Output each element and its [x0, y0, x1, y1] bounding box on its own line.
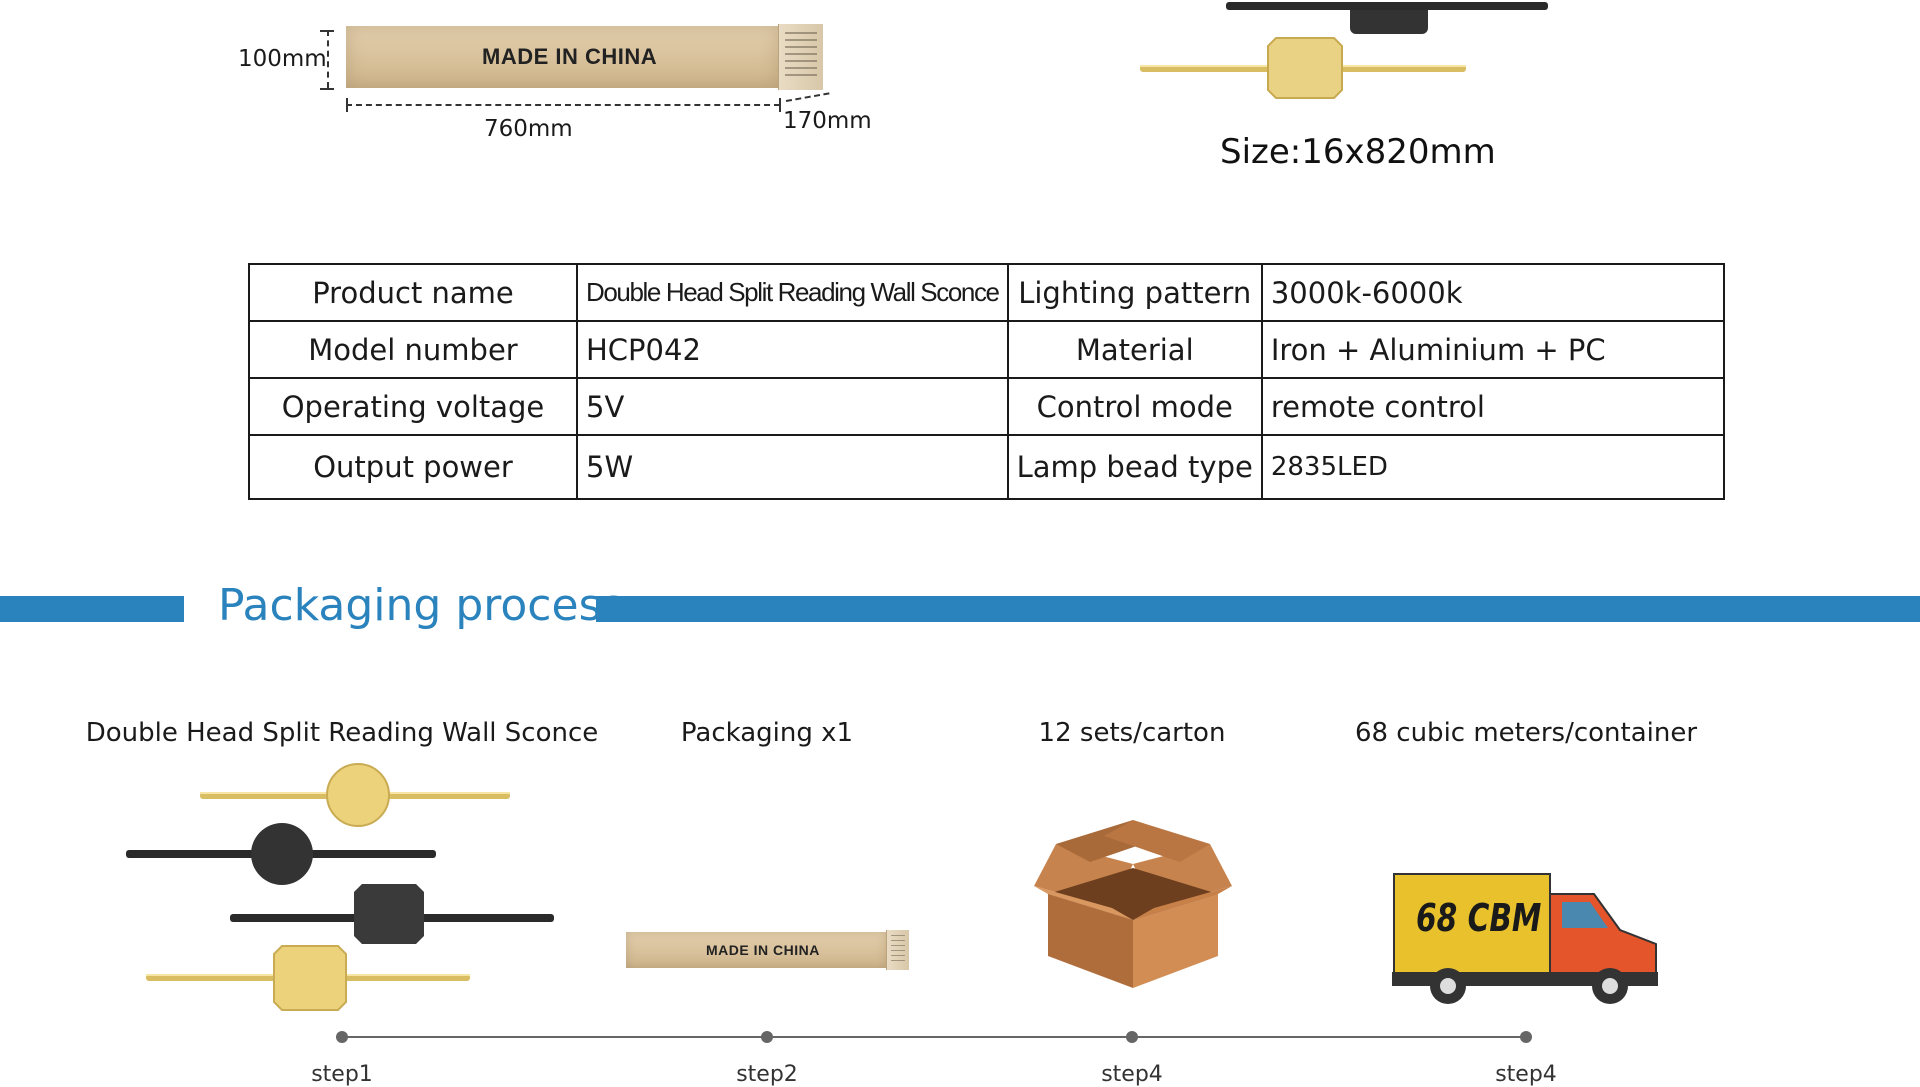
step-label: Double Head Split Reading Wall Sconce	[85, 718, 599, 748]
spec-value: 2835LED	[1260, 434, 1725, 500]
spec-key: Lamp bead type	[1006, 434, 1263, 500]
timeline-dot	[1126, 1031, 1138, 1043]
spec-value: 5W	[576, 434, 1009, 500]
wall-sconce-top-illustration	[1140, 2, 1548, 99]
spec-value: Iron + Aluminium + PC	[1260, 320, 1725, 379]
spec-key: Output power	[248, 434, 578, 500]
timeline-dot	[761, 1031, 773, 1043]
depth-label: 170mm	[783, 108, 872, 134]
step-label: 12 sets/carton	[1038, 718, 1226, 748]
timeline-line	[342, 1036, 1526, 1038]
spec-key: Material	[1006, 320, 1263, 379]
spec-value: HCP042	[576, 320, 1009, 379]
section-bar-left	[0, 596, 184, 622]
timeline-dot	[1520, 1031, 1532, 1043]
length-tick-left	[346, 98, 348, 112]
table-row: Operating voltage 5V Control mode remote…	[248, 377, 1725, 436]
truck-cargo-text: 68 CBM	[1416, 896, 1542, 940]
step-label: 68 cubic meters/container	[1354, 718, 1698, 748]
section-title: Packaging process	[218, 580, 625, 631]
table-row: Output power 5W Lamp bead type 2835LED	[248, 434, 1725, 500]
table-row: Model number HCP042 Material Iron + Alum…	[248, 320, 1725, 379]
spec-value: 5V	[576, 377, 1009, 436]
spec-value: remote control	[1260, 377, 1725, 436]
step-number: step4	[1101, 1062, 1163, 1087]
carton-dimension-figure: 100mm MADE IN CHINA 760mm 170mm	[230, 20, 890, 150]
height-dimension-line	[327, 30, 329, 88]
packaging-box-print: MADE IN CHINA	[706, 942, 820, 958]
spec-key: Operating voltage	[248, 377, 578, 436]
timeline-dot	[336, 1031, 348, 1043]
spec-value: 3000k-6000k	[1260, 263, 1725, 322]
height-tick-top	[320, 30, 334, 32]
open-carton-box-icon	[1034, 820, 1232, 988]
section-bar-right	[596, 596, 1920, 622]
delivery-truck-icon	[1392, 873, 1658, 1004]
length-dimension-line	[346, 104, 780, 106]
size-label: Size:16x820mm	[1220, 132, 1496, 172]
step-label: Packaging x1	[680, 718, 854, 748]
packaging-box-illustration	[626, 932, 886, 968]
spec-key: Product name	[248, 263, 578, 322]
step-number: step1	[311, 1062, 373, 1087]
depth-dimension-line	[785, 92, 830, 102]
height-label: 100mm	[238, 46, 327, 72]
spec-key: Control mode	[1006, 377, 1263, 436]
step-number: step2	[736, 1062, 798, 1087]
length-label: 760mm	[484, 116, 573, 142]
step-number: step4	[1495, 1062, 1557, 1087]
packaging-box-end	[886, 930, 909, 970]
length-tick-right	[779, 98, 781, 112]
table-row: Product name Double Head Split Reading W…	[248, 263, 1725, 322]
spec-key: Model number	[248, 320, 578, 379]
carton-print: MADE IN CHINA	[482, 44, 658, 69]
spec-table: Product name Double Head Split Reading W…	[248, 263, 1725, 500]
carton-end-face	[778, 24, 823, 90]
carton-front-face	[346, 26, 778, 88]
wall-sconce-variants-illustration	[126, 763, 554, 1011]
spec-value: Double Head Split Reading Wall Sconce	[576, 263, 1009, 322]
height-tick-bottom	[320, 88, 334, 90]
spec-key: Lighting pattern	[1006, 263, 1263, 322]
